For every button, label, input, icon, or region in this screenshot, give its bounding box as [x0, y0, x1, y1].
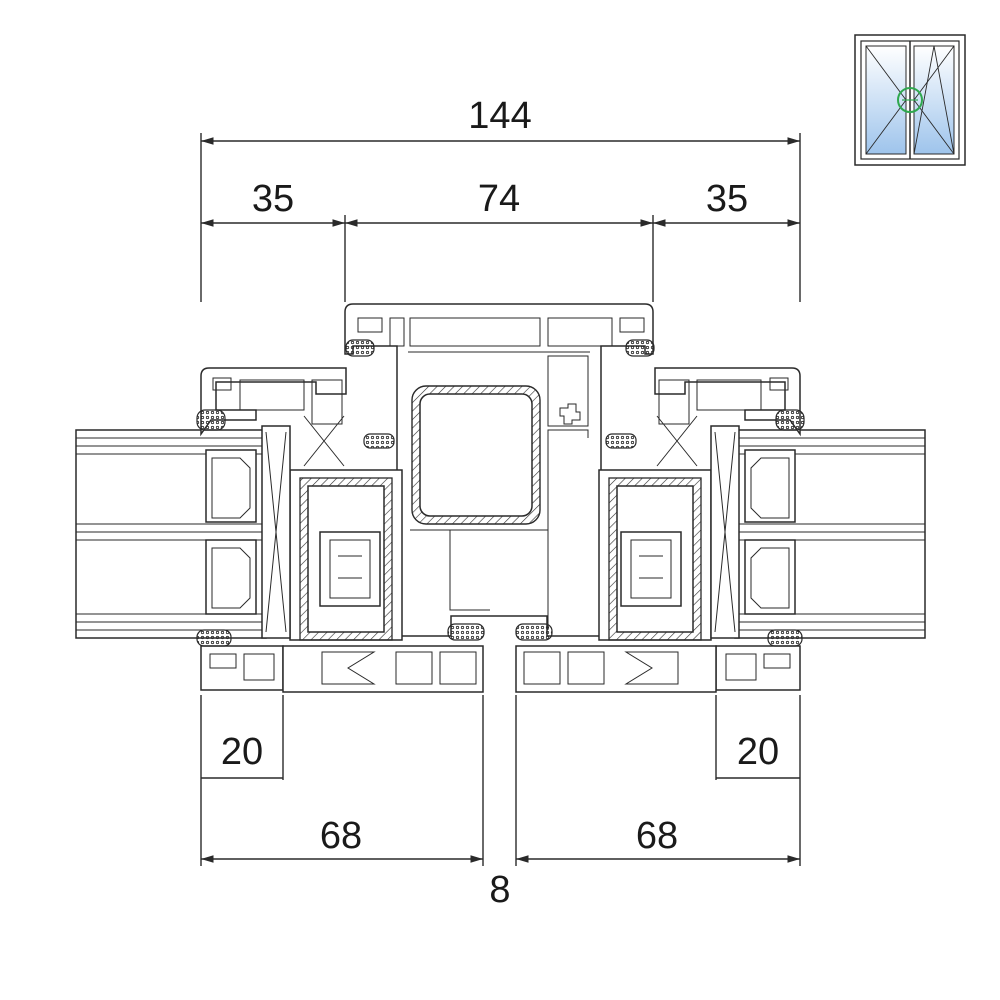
dim-right-sash-label: 35 [706, 178, 748, 220]
dim-center-frame-label: 74 [478, 178, 520, 220]
dim-left-inner-label: 20 [221, 731, 263, 773]
left-sash-profile [196, 367, 485, 693]
dim-overall-label: 144 [468, 95, 531, 137]
right-sash-profile [515, 367, 805, 693]
dim-right-width-label: 68 [636, 815, 678, 857]
center-mullion-profile [344, 303, 655, 637]
dim-left-width-label: 68 [320, 815, 362, 857]
dim-gap-label: 8 [489, 869, 510, 911]
dim-left-sash-label: 35 [252, 178, 294, 220]
dim-right-inner-label: 20 [737, 731, 779, 773]
double-window-tilt-turn-icon [854, 34, 966, 166]
right-glazing-unit [734, 429, 926, 639]
left-glazing-unit [75, 429, 267, 639]
dimension-lines [200, 133, 801, 866]
